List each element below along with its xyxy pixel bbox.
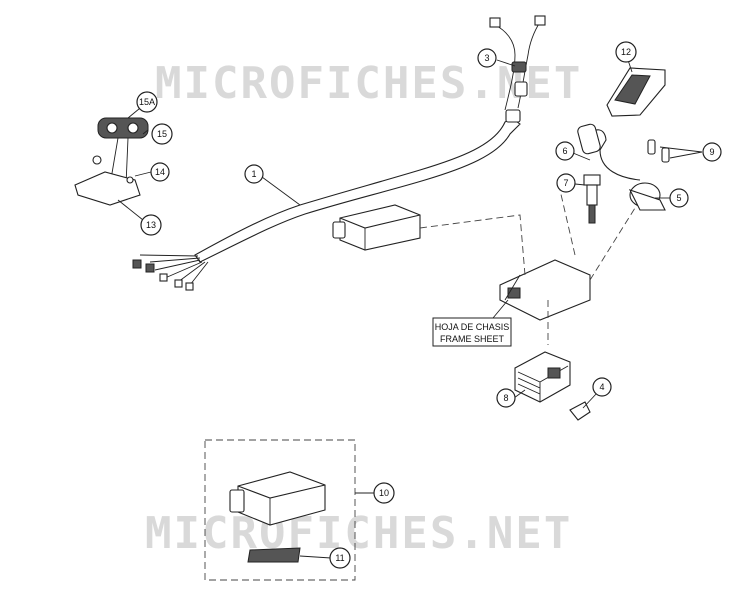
svg-text:1: 1: [251, 169, 256, 179]
svg-text:12: 12: [621, 47, 631, 57]
callout-5: 5: [669, 188, 689, 208]
callout-15a: 15A: [136, 91, 158, 113]
callout-14: 14: [150, 162, 170, 182]
svg-text:9: 9: [709, 147, 714, 157]
svg-text:15A: 15A: [139, 97, 155, 107]
sub-harness: [489, 15, 546, 111]
callout-11: 11: [329, 547, 351, 569]
callout-3: 3: [477, 48, 497, 68]
callout-10: 10: [373, 482, 395, 504]
instrument-cluster: [74, 117, 149, 206]
callout-6: 6: [555, 141, 575, 161]
callout-9: 9: [702, 142, 722, 162]
svg-text:8: 8: [503, 393, 508, 403]
svg-text:4: 4: [599, 382, 604, 392]
frame-sheet-label-es: HOJA DE CHASIS: [435, 322, 510, 332]
svg-text:14: 14: [155, 167, 165, 177]
callout-7: 7: [556, 173, 576, 193]
svg-text:3: 3: [484, 53, 489, 63]
svg-text:10: 10: [379, 488, 389, 498]
svg-text:6: 6: [562, 146, 567, 156]
voltage-regulator: [514, 351, 571, 403]
ignition-coil-assembly: [577, 123, 670, 224]
svg-text:13: 13: [146, 220, 156, 230]
frame-sheet: HOJA DE CHASIS FRAME SHEET: [419, 189, 641, 347]
callout-13: 13: [140, 214, 162, 236]
callout-12: 12: [615, 41, 637, 63]
svg-text:11: 11: [335, 553, 344, 563]
leader-lines: [117, 59, 703, 559]
callout-15: 15: [151, 123, 173, 145]
svg-text:5: 5: [676, 193, 681, 203]
callout-8: 8: [496, 388, 516, 408]
callout-1: 1: [244, 164, 264, 184]
wiring-harness: [132, 109, 521, 291]
callout-4: 4: [592, 377, 612, 397]
switch-unit: [606, 67, 666, 117]
watermark-bottom: MICROFICHES.NET: [145, 508, 572, 559]
svg-text:15: 15: [157, 129, 167, 139]
ecu-module: [332, 204, 421, 251]
frame-sheet-label-en: FRAME SHEET: [440, 334, 505, 344]
watermark-top: MICROFICHES.NET: [155, 58, 582, 109]
svg-text:7: 7: [563, 178, 568, 188]
ecu-spare-kit: [204, 439, 356, 581]
bracket-clip: [569, 401, 591, 421]
